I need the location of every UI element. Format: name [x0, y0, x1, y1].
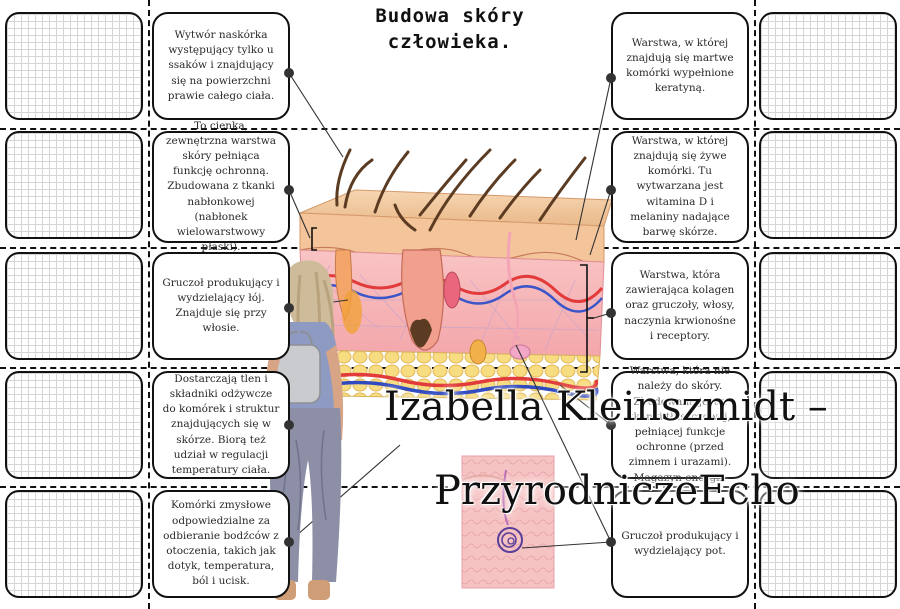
connector-dot-right-3 [606, 308, 616, 318]
page-title: Budowa skóry człowieka. [330, 4, 570, 55]
person-shoe-right [308, 580, 330, 600]
description-box-left-1: Wytwór naskórka występujący tylko u ssak… [152, 12, 290, 120]
description-text: Gruczoł produkujący i wydzielający pot. [621, 529, 739, 557]
answer-box-left-3[interactable] [5, 252, 143, 360]
answer-box-right-3[interactable] [759, 252, 897, 360]
description-box-left-3: Gruczoł produkujący i wydzielający łój. … [152, 252, 290, 360]
answer-box-right-2[interactable] [759, 131, 897, 239]
description-text: Warstwa, w której znajdują się żywe komó… [630, 134, 730, 239]
answer-box-right-5[interactable] [759, 490, 897, 598]
description-text: To cienka, zewnętrzna warstwa skóry pełn… [166, 119, 276, 254]
sweat-gland-inset [461, 455, 555, 589]
description-box-right-3: Warstwa, która zawierająca kolagen oraz … [611, 252, 749, 360]
connector-dot-left-3 [284, 303, 294, 313]
connector-dot-left-5 [284, 537, 294, 547]
watermark-line-2: PrzyrodniczeEcho [434, 468, 800, 514]
row-divider-4 [0, 486, 900, 488]
description-text: Wytwór naskórka występujący tylko u ssak… [167, 28, 275, 102]
description-box-left-4: Dostarczają tlen i składniki odżywcze do… [152, 371, 290, 479]
description-text: Warstwa, która zawierająca kolagen oraz … [624, 268, 736, 342]
description-text: Warstwa, która nie należy do skóry. Zbud… [628, 365, 732, 484]
connector-dot-left-1 [284, 68, 294, 78]
answer-box-left-1[interactable] [5, 12, 143, 120]
answer-box-right-4[interactable] [759, 371, 897, 479]
column-divider-right [754, 0, 756, 609]
description-text: Komórki zmysłowe odpowiedzialne za odbie… [163, 499, 279, 588]
connector-dot-right-4 [606, 420, 616, 430]
connector-dot-left-2 [284, 185, 294, 195]
connector-dot-right-1 [606, 73, 616, 83]
deep-artery [319, 372, 599, 390]
description-box-right-1: Warstwa, w której znajdują się martwe ko… [611, 12, 749, 120]
sweat-duct [506, 231, 520, 346]
column-divider-left [148, 0, 150, 609]
description-text: Warstwa, w której znajdują się martwe ko… [626, 36, 734, 95]
description-box-left-2: To cienka, zewnętrzna warstwa skóry pełn… [152, 120, 290, 253]
deep-vein [321, 380, 599, 398]
hairs [335, 148, 587, 232]
description-box-right-5: Gruczoł produkujący i wydzielający pot. [611, 490, 749, 598]
sebaceous-gland [443, 271, 461, 309]
person-hair [285, 260, 334, 330]
sweat-gland [509, 344, 531, 360]
answer-box-left-5[interactable] [5, 490, 143, 598]
description-text: Dostarczają tlen i składniki odżywcze do… [162, 372, 280, 477]
watermark-line-1: Izabella Kleinszmidt – [384, 384, 828, 430]
description-text: Gruczoł produkujący i wydzielający łój. … [162, 276, 280, 335]
fat-lobule [342, 290, 362, 334]
title-line-2: człowieka. [387, 30, 513, 53]
sensory-receptor [469, 339, 487, 365]
answer-box-right-1[interactable] [759, 12, 897, 120]
answer-box-left-2[interactable] [5, 131, 143, 239]
connector-dot-right-2 [606, 185, 616, 195]
description-box-right-2: Warstwa, w której znajdują się żywe komó… [611, 131, 749, 243]
description-box-left-5: Komórki zmysłowe odpowiedzialne za odbie… [152, 490, 290, 598]
answer-box-left-4[interactable] [5, 371, 143, 479]
epidermis-bracket [311, 227, 317, 251]
connector-dot-right-5 [606, 537, 616, 547]
skin-block [299, 148, 613, 401]
row-divider-1 [0, 128, 900, 130]
connector-dot-left-4 [284, 420, 294, 430]
hair-bulb [410, 318, 432, 348]
title-line-1: Budowa skóry [375, 5, 525, 27]
